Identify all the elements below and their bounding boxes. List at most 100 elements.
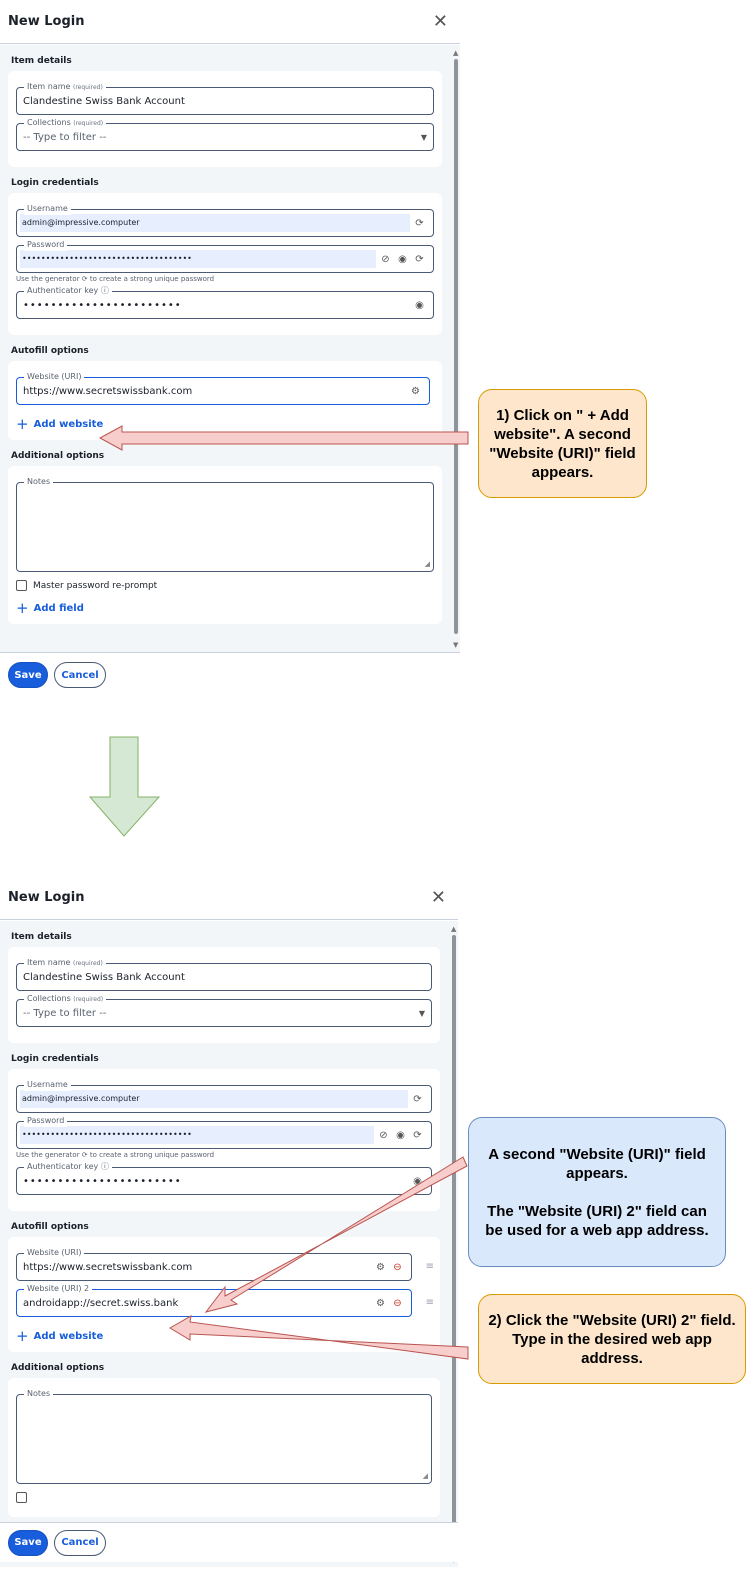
collections-select[interactable]: Collections (required) -- Type to filter… (16, 117, 434, 151)
website-uri-2-row: Website (URI) 2 androidapp://secret.swis… (16, 1283, 434, 1317)
dialog-body[interactable]: Item details Item name (required) Clande… (0, 45, 460, 652)
add-website-label: Add website (33, 1331, 104, 1342)
username-field[interactable]: Username admin@impressive.computer ⟳ (16, 203, 434, 237)
item-details-card: Item name (required) Clandestine Swiss B… (8, 947, 440, 1043)
resize-handle-icon[interactable]: ◢ (424, 560, 430, 568)
cancel-button[interactable]: Cancel (54, 662, 106, 688)
callout-step-2: 2) Click the "Website (URI) 2" field. Ty… (478, 1294, 746, 1384)
close-icon[interactable]: ✕ (432, 10, 448, 32)
chevron-down-icon[interactable]: ▼ (420, 132, 427, 142)
eye-icon[interactable]: ◉ (396, 1129, 405, 1141)
website-uri-field[interactable]: Website (URI) https://www.secretswissban… (16, 1247, 412, 1281)
dialog-footer: Save Cancel (0, 652, 460, 697)
regenerate-icon[interactable]: ⟳ (415, 217, 424, 229)
notes-label: Notes (24, 1388, 54, 1400)
notes-textarea[interactable]: Notes ◢ (16, 1388, 432, 1484)
close-icon[interactable]: ✕ (430, 886, 446, 908)
password-label: Password (24, 1115, 68, 1127)
website-uri-2-field[interactable]: Website (URI) 2 androidapp://secret.swis… (16, 1283, 412, 1317)
scrollbar-thumb[interactable] (452, 935, 456, 1549)
collections-select[interactable]: Collections (required) -- Type to filter… (16, 993, 432, 1027)
scroll-down-icon[interactable]: ▼ (453, 641, 459, 649)
dialog-body[interactable]: Item details Item name (required) Clande… (0, 921, 458, 1567)
authenticator-key-label: Authenticator key ⓘ (24, 1161, 112, 1173)
website-uri-row: Website (URI) https://www.secretswissban… (16, 1247, 434, 1281)
item-name-field[interactable]: Item name (required) Clandestine Swiss B… (16, 957, 432, 991)
scrollbar-thumb[interactable] (454, 59, 458, 634)
additional-options-card: Notes ◢ (8, 1378, 440, 1517)
username-label: Username (24, 203, 71, 215)
cancel-button[interactable]: Cancel (54, 1529, 106, 1556)
eye-icon[interactable]: ◉ (415, 299, 424, 311)
eye-icon[interactable]: ◉ (413, 1175, 422, 1187)
section-title-additional-options: Additional options (11, 451, 105, 461)
authenticator-key-label: Authenticator key ⓘ (24, 285, 112, 297)
check-icon[interactable]: ⊘ (381, 253, 390, 265)
drag-handle-icon[interactable]: ≡ (425, 1297, 434, 1308)
remove-icon[interactable]: ⊖ (393, 1261, 402, 1273)
login-credentials-card: Username admin@impressive.computer ⟳ Pas… (8, 193, 442, 335)
reprompt-checkbox[interactable] (16, 1492, 27, 1503)
callout-step-1-text: 1) Click on " + Add website". A second "… (489, 406, 636, 481)
website-uri-field[interactable]: Website (URI) https://www.secretswissban… (16, 371, 430, 405)
dialog-title: New Login (8, 14, 85, 29)
website-uri-label: Website (URI) (24, 1247, 85, 1259)
autofill-options-card: Website (URI) https://www.secretswissban… (8, 361, 442, 440)
autofill-options-card: Website (URI) https://www.secretswissban… (8, 1237, 440, 1352)
item-name-label: Item name (required) (24, 957, 106, 970)
chevron-down-icon[interactable]: ▼ (418, 1008, 425, 1018)
authenticator-key-field[interactable]: Authenticator key ⓘ ••••••••••••••••••••… (16, 1161, 432, 1195)
plus-icon: + (16, 599, 29, 617)
regenerate-icon[interactable]: ⟳ (413, 1129, 422, 1141)
notes-textarea[interactable]: Notes ◢ (16, 476, 434, 572)
remove-icon[interactable]: ⊖ (393, 1297, 402, 1309)
section-title-item-details: Item details (11, 56, 72, 66)
section-title-autofill-options: Autofill options (11, 346, 89, 356)
password-label: Password (24, 239, 68, 251)
dialog-footer: Save Cancel (0, 1522, 458, 1562)
plus-icon: + (16, 415, 29, 433)
save-button[interactable]: Save (8, 662, 48, 688)
item-name-value: Clandestine Swiss Bank Account (23, 95, 185, 107)
plus-icon: + (16, 1327, 29, 1345)
master-password-reprompt[interactable] (16, 1492, 432, 1503)
password-field[interactable]: Password •••••••••••••••••••••••••••••••… (16, 239, 434, 273)
scroll-up-icon[interactable]: ▲ (453, 49, 459, 57)
check-icon[interactable]: ⊘ (379, 1129, 388, 1141)
drag-handle-icon[interactable]: ≡ (425, 1261, 434, 1272)
item-name-label: Item name (required) (24, 81, 106, 94)
scroll-up-icon[interactable]: ▲ (451, 925, 457, 933)
gear-icon[interactable]: ⚙ (411, 385, 420, 397)
password-field[interactable]: Password •••••••••••••••••••••••••••••••… (16, 1115, 432, 1149)
password-hint: Use the generator ⟳ to create a strong u… (16, 1151, 215, 1159)
scrollbar[interactable]: ▲ ▼ (451, 925, 457, 1564)
add-field-label: Add field (33, 603, 84, 614)
callout-step-1: 1) Click on " + Add website". A second "… (478, 389, 647, 498)
add-website-button[interactable]: + Add website (16, 1325, 432, 1344)
resize-handle-icon[interactable]: ◢ (422, 1472, 428, 1480)
save-button[interactable]: Save (8, 1529, 48, 1556)
dialog-title: New Login (8, 890, 85, 905)
master-password-reprompt[interactable]: Master password re-prompt (16, 580, 434, 591)
item-name-field[interactable]: Item name (required) Clandestine Swiss B… (16, 81, 434, 115)
callout-info: A second "Website (URI)" field appears. … (468, 1117, 726, 1267)
section-title-login-credentials: Login credentials (11, 178, 99, 188)
website-uri-2-value: androidapp://secret.swiss.bank (23, 1297, 179, 1309)
collections-value: -- Type to filter -- (23, 1007, 107, 1019)
add-website-button[interactable]: + Add website (16, 413, 434, 432)
username-field[interactable]: Username admin@impressive.computer ⟳ (16, 1079, 432, 1113)
regenerate-icon[interactable]: ⟳ (415, 253, 424, 265)
gear-icon[interactable]: ⚙ (376, 1261, 385, 1273)
eye-icon[interactable]: ◉ (398, 253, 407, 265)
add-field-button[interactable]: + Add field (16, 597, 434, 616)
website-uri-label: Website (URI) (24, 371, 85, 383)
section-title-item-details: Item details (11, 932, 72, 942)
reprompt-checkbox[interactable] (16, 580, 27, 591)
gear-icon[interactable]: ⚙ (376, 1297, 385, 1309)
login-credentials-card: Username admin@impressive.computer ⟳ Pas… (8, 1069, 440, 1211)
authenticator-key-field[interactable]: Authenticator key ⓘ ••••••••••••••••••••… (16, 285, 434, 319)
additional-options-card: Notes ◢ Master password re-prompt + Add … (8, 466, 442, 624)
regenerate-icon[interactable]: ⟳ (413, 1093, 422, 1105)
scrollbar[interactable]: ▲ ▼ (453, 49, 459, 649)
password-value: •••••••••••••••••••••••••••••••••••• (20, 1126, 374, 1144)
